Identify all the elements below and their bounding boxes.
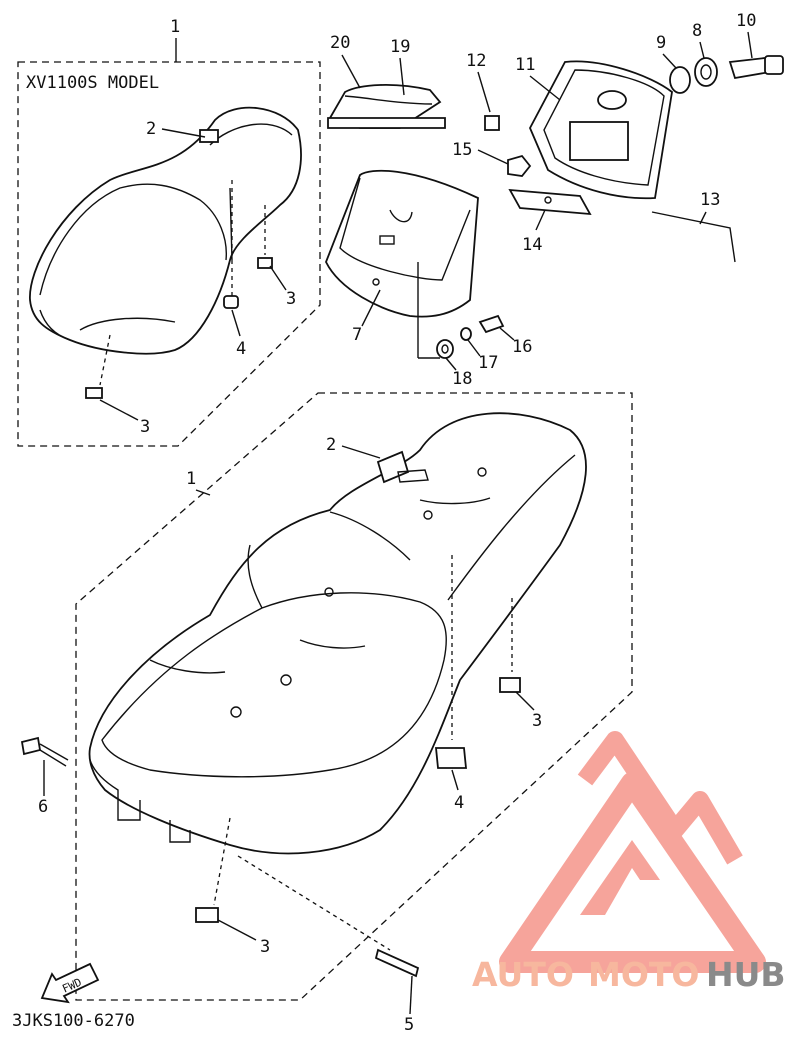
part-16-17-18-fasteners — [436, 314, 505, 359]
seat-main-fasteners — [20, 555, 521, 978]
callout-4-mid: 4 — [454, 793, 464, 813]
part-12-pad — [484, 115, 500, 131]
callout-17: 17 — [478, 353, 498, 373]
callout-7: 7 — [352, 325, 362, 345]
fwd-arrow-icon — [40, 962, 100, 1004]
part-19-20-strap — [327, 84, 446, 129]
callout-9: 9 — [656, 33, 666, 53]
callout-12: 12 — [466, 51, 486, 71]
seat-small-fasteners — [85, 180, 273, 399]
part-11-tail-box — [529, 60, 673, 200]
callout-3-top-b: 3 — [140, 417, 150, 437]
watermark-logo — [499, 731, 766, 973]
callout-15: 15 — [452, 140, 472, 160]
part-8-9-10-lock — [669, 55, 784, 94]
callout-1-top: 1 — [170, 17, 180, 37]
callout-4-top: 4 — [236, 339, 246, 359]
callout-14: 14 — [522, 235, 542, 255]
callout-3-mid-b: 3 — [260, 937, 270, 957]
callout-16: 16 — [512, 337, 532, 357]
watermark-text-moto: MOTO — [588, 955, 699, 994]
callout-6: 6 — [38, 797, 48, 817]
callout-8: 8 — [692, 21, 702, 41]
callout-13: 13 — [700, 190, 720, 210]
callout-5: 5 — [404, 1015, 414, 1035]
callout-11: 11 — [515, 55, 535, 75]
part-7-rear-cover — [325, 169, 479, 359]
watermark-text-auto: AUTO — [472, 955, 574, 994]
part-14-bracket — [508, 188, 592, 216]
watermark-text-hub: HUB — [706, 955, 786, 994]
callout-3-top-a: 3 — [286, 289, 296, 309]
callout-1-mid: 1 — [186, 469, 196, 489]
callout-3-mid-a: 3 — [532, 711, 542, 731]
seat-small — [29, 106, 302, 355]
part-15-nut — [507, 154, 532, 177]
seat-main — [88, 412, 587, 855]
part-13-rod — [651, 211, 736, 263]
callout-2-top: 2 — [146, 119, 156, 139]
callout-18: 18 — [452, 369, 472, 389]
callout-20: 20 — [330, 33, 350, 53]
main-seat-box — [75, 392, 633, 1001]
model-title: XV1100S MODEL — [26, 73, 159, 93]
diagram-code: 3JKS100-6270 — [12, 1011, 135, 1031]
callout-2-mid: 2 — [326, 435, 336, 455]
callout-10: 10 — [736, 11, 756, 31]
callout-19: 19 — [390, 37, 410, 57]
